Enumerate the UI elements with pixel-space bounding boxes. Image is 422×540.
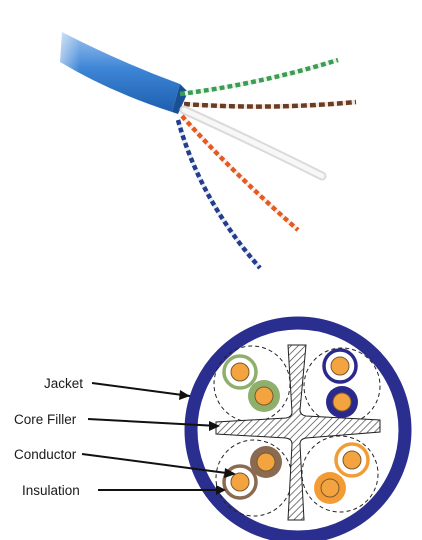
arrow-jacket [92, 383, 190, 396]
label-conductor: Conductor [14, 447, 77, 462]
cable-photo [40, 20, 356, 268]
cross-section [191, 323, 405, 537]
label-insulation: Insulation [22, 483, 80, 498]
green-pair-wire [180, 60, 338, 94]
label-jacket: Jacket [44, 376, 83, 391]
label-core-filler: Core Filler [14, 412, 77, 427]
